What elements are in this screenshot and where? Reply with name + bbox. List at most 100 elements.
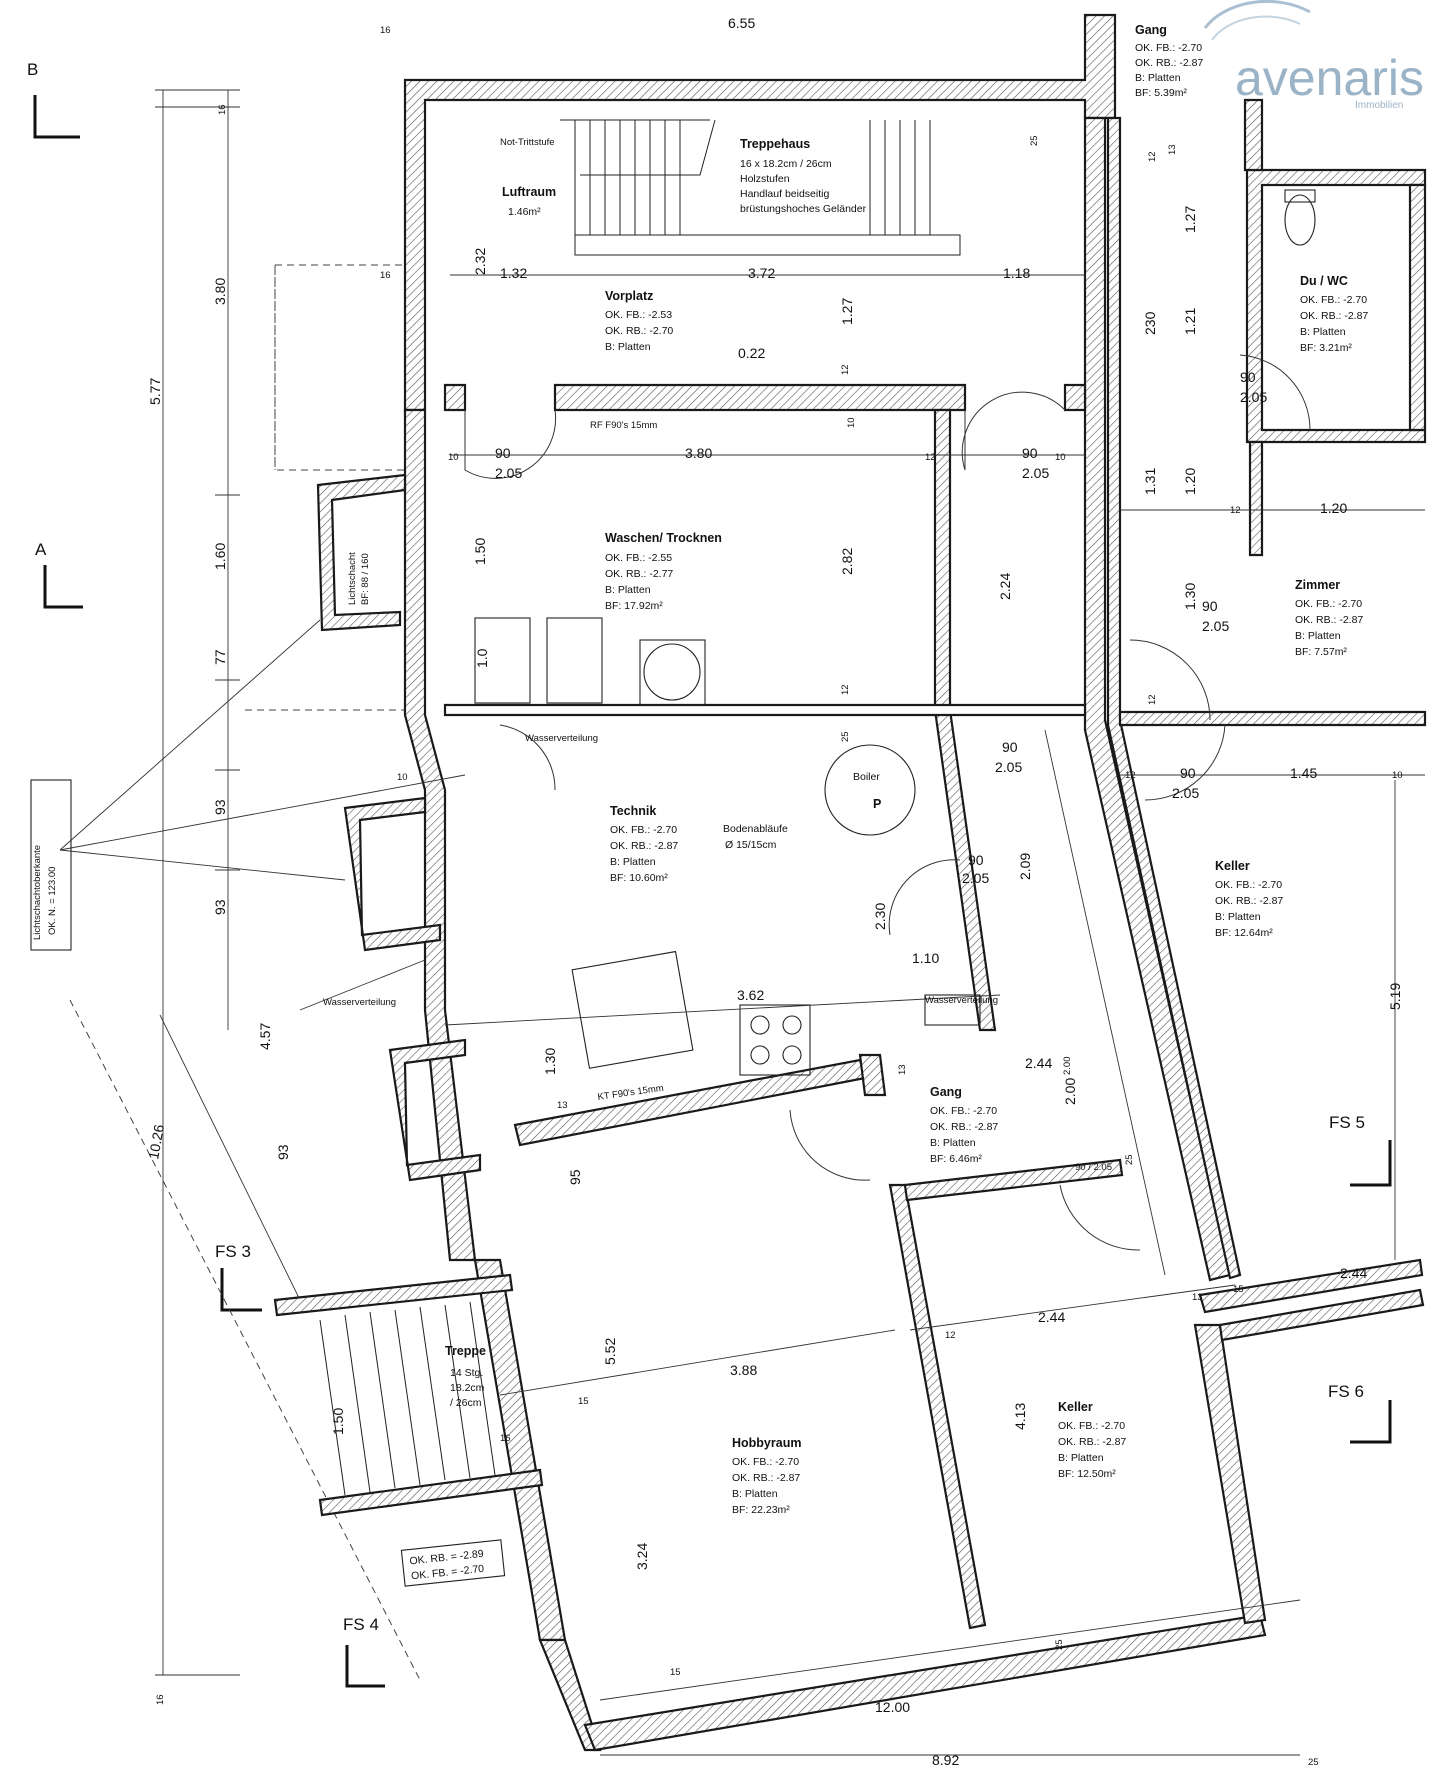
svg-text:2.05: 2.05 [1240, 389, 1267, 405]
svg-text:90: 90 [1002, 739, 1018, 755]
svg-text:2.44: 2.44 [1038, 1309, 1065, 1325]
svg-text:12: 12 [925, 452, 936, 463]
boiler-tank [824, 744, 916, 836]
svg-text:Treppehaus: Treppehaus [740, 137, 810, 151]
svg-text:OK. RB.: -2.87: OK. RB.: -2.87 [1058, 1436, 1126, 1448]
svg-text:2.05: 2.05 [1022, 465, 1049, 481]
svg-text:OK. FB.: -2.70: OK. FB.: -2.70 [1300, 294, 1367, 306]
section-a-mark [43, 565, 83, 609]
svg-text:95: 95 [567, 1169, 583, 1185]
svg-text:90: 90 [495, 445, 511, 461]
section-fs4-mark [345, 1645, 385, 1688]
svg-text:10: 10 [1392, 770, 1403, 781]
walls [273, 13, 1427, 1752]
svg-text:Treppe: Treppe [445, 1344, 486, 1358]
svg-text:2.32: 2.32 [472, 248, 488, 275]
room-technik: Technik OK. FB.: -2.70 OK. RB.: -2.87 B:… [610, 804, 678, 884]
svg-text:6.55: 6.55 [728, 15, 755, 31]
svg-text:OK. FB.: -2.70: OK. FB.: -2.70 [1058, 1420, 1125, 1432]
svg-text:1.46m²: 1.46m² [508, 206, 541, 218]
logo-subtext: Immobilien [1355, 100, 1403, 111]
svg-text:93: 93 [275, 1144, 291, 1160]
svg-text:2.05: 2.05 [1172, 785, 1199, 801]
svg-text:BF: 12.64m²: BF: 12.64m² [1215, 927, 1273, 939]
washer-1 [474, 617, 531, 704]
svg-text:2.00: 2.00 [1062, 1078, 1078, 1105]
svg-text:OK. RB.: -2.70: OK. RB.: -2.70 [605, 325, 673, 337]
svg-text:5.77: 5.77 [147, 378, 163, 405]
svg-text:B: Platten: B: Platten [1215, 911, 1261, 923]
svg-text:5.19: 5.19 [1387, 983, 1403, 1010]
svg-text:3.88: 3.88 [730, 1362, 757, 1378]
svg-text:93: 93 [212, 799, 228, 815]
section-fs4-label: FS 4 [343, 1615, 379, 1634]
room-luftraum: Luftraum 1.46m² [502, 185, 556, 218]
svg-text:OK. FB.: -2.70: OK. FB.: -2.70 [1215, 879, 1282, 891]
section-fs5-mark [1350, 1140, 1392, 1187]
svg-text:OK. FB.: -2.70: OK. FB.: -2.70 [1135, 42, 1202, 54]
svg-text:B: Platten: B: Platten [1295, 630, 1341, 642]
svg-text:B: Platten: B: Platten [732, 1488, 778, 1500]
washer-2 [546, 617, 603, 704]
svg-text:OK. RB.: -2.87: OK. RB.: -2.87 [1300, 310, 1368, 322]
svg-text:2.82: 2.82 [839, 548, 855, 575]
svg-text:Lichtschachtoberkante: Lichtschachtoberkante [32, 845, 43, 940]
svg-text:1.30: 1.30 [542, 1048, 558, 1075]
svg-text:1.50: 1.50 [472, 538, 488, 565]
plan-notes: Boiler P Bodenabläufe Ø 15/15cm Wasserve… [30, 420, 998, 1587]
svg-text:15: 15 [578, 1396, 589, 1407]
work-counter [571, 950, 694, 1069]
svg-text:OK. FB.: -2.70: OK. FB.: -2.70 [930, 1105, 997, 1117]
svg-text:90 / 2.05: 90 / 2.05 [1075, 1162, 1112, 1173]
svg-text:OK. RB.: -2.87: OK. RB.: -2.87 [732, 1472, 800, 1484]
svg-text:16 x 18.2cm / 26cm: 16 x 18.2cm / 26cm [740, 158, 832, 170]
svg-text:25: 25 [1029, 135, 1040, 146]
svg-text:OK. FB.: -2.70: OK. FB.: -2.70 [610, 824, 677, 836]
svg-text:Wasserverteilung: Wasserverteilung [525, 733, 598, 744]
room-gang-top: Gang OK. FB.: -2.70 OK. RB.: -2.87 B: Pl… [1135, 23, 1203, 99]
svg-text:2.05: 2.05 [995, 759, 1022, 775]
svg-text:Bodenabläufe: Bodenabläufe [723, 823, 788, 835]
svg-text:OK. RB.: -2.87: OK. RB.: -2.87 [1295, 614, 1363, 626]
svg-text:2.30: 2.30 [872, 903, 888, 930]
fixtures [474, 189, 1316, 1076]
svg-text:Lichtschacht: Lichtschacht [347, 552, 358, 605]
room-treppe: Treppe 14 Stg. 18.2cm / 26cm [445, 1344, 486, 1409]
room-treppenhaus: Treppehaus 16 x 18.2cm / 26cm Holzstufen… [500, 137, 867, 215]
logo-text: avenaris [1235, 50, 1424, 106]
section-markers: B A FS 3 FS 4 FS 5 FS 6 [27, 60, 1392, 1688]
svg-text:12: 12 [1147, 694, 1158, 705]
svg-text:BF: 10.60m²: BF: 10.60m² [610, 872, 668, 884]
svg-text:4.57: 4.57 [257, 1023, 273, 1050]
section-fs3-mark [220, 1268, 262, 1312]
svg-text:16: 16 [380, 270, 391, 281]
section-a-label: A [35, 540, 47, 559]
svg-text:12: 12 [945, 1330, 956, 1341]
basement-stairs [319, 1301, 496, 1496]
dashed-outlines [69, 264, 421, 1681]
svg-text:Wasserverteilung: Wasserverteilung [323, 997, 396, 1008]
svg-text:10: 10 [397, 772, 408, 783]
room-keller-right: Keller OK. FB.: -2.70 OK. RB.: -2.87 B: … [1215, 859, 1283, 939]
svg-text:Ø 15/15cm: Ø 15/15cm [725, 839, 777, 851]
svg-text:OK. FB.: -2.70: OK. FB.: -2.70 [1295, 598, 1362, 610]
svg-text:25: 25 [1054, 1639, 1065, 1650]
svg-text:BF: 6.46m²: BF: 6.46m² [930, 1153, 982, 1165]
svg-text:Du / WC: Du / WC [1300, 274, 1348, 288]
svg-text:12.00: 12.00 [875, 1699, 910, 1715]
svg-text:12: 12 [1147, 151, 1158, 162]
svg-text:16: 16 [155, 1694, 166, 1705]
svg-text:B: Platten: B: Platten [605, 584, 651, 596]
svg-text:3.80: 3.80 [685, 445, 712, 461]
svg-text:BF: 17.92m²: BF: 17.92m² [605, 600, 663, 612]
dryer [639, 639, 706, 706]
svg-text:Holzstufen: Holzstufen [740, 173, 790, 185]
toilet-icon [1284, 194, 1316, 246]
room-waschen-trocknen: Waschen/ Trocknen OK. FB.: -2.55 OK. RB.… [605, 531, 722, 612]
svg-text:1.20: 1.20 [1320, 500, 1347, 516]
svg-text:77: 77 [212, 649, 228, 665]
svg-text:Keller: Keller [1058, 1400, 1093, 1414]
svg-text:B: Platten: B: Platten [1135, 72, 1181, 84]
svg-text:2.24: 2.24 [997, 573, 1013, 600]
